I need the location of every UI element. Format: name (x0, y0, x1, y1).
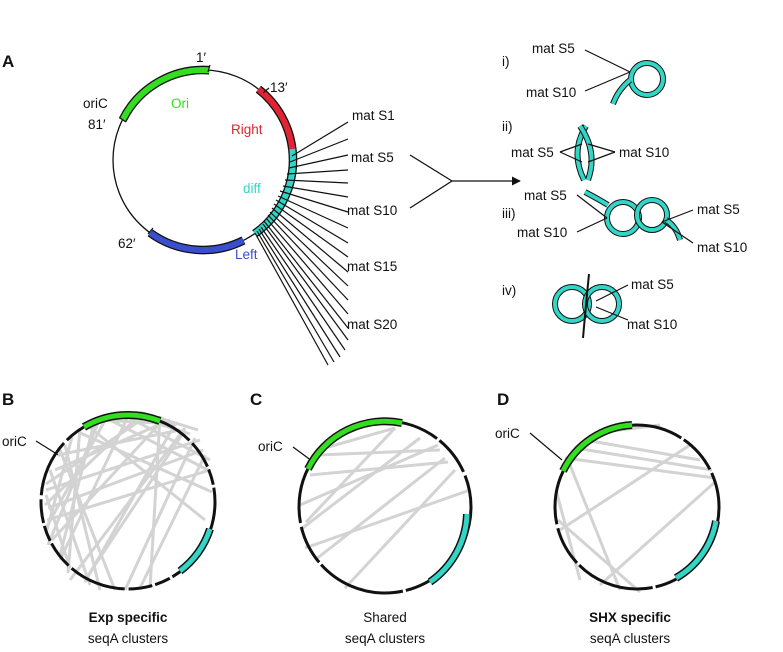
topology-i-label-s10: mat S10 (526, 85, 576, 100)
position-label-13: 13′ (270, 80, 288, 95)
topology-ii: ii) mat S5 mat S10 (502, 119, 669, 182)
mat-label-10: mat S10 (347, 203, 397, 218)
chord-network-d (554, 423, 717, 594)
ori-domain-label: Ori (171, 96, 189, 111)
mat-label-1: mat S1 (352, 108, 395, 123)
left-domain-label: Left (235, 247, 258, 262)
panel-letter-a: A (2, 52, 14, 71)
topology-iii: iii) mat S5 mat S10 mat S5 mat S10 (502, 188, 747, 255)
oric-label-d: oriC (495, 426, 520, 441)
caption-top-b: Exp specific (89, 610, 168, 625)
topology-iii-label-s5-left: mat S5 (524, 188, 567, 203)
diff-domain-label: diff (243, 181, 261, 196)
topology-iv-numeral: iv) (502, 283, 516, 298)
panel-a: A 1′ 13′ oriC 81′ 62′ Ori Right diff Lef… (2, 41, 747, 366)
right-domain-arc (255, 85, 297, 150)
topology-iii-label-s5-right: mat S5 (697, 202, 740, 217)
mat-fan-lines (254, 121, 349, 366)
fork-arrow (409, 154, 521, 209)
panel-letter-c: C (250, 390, 262, 409)
panel-letter-d: D (497, 390, 509, 409)
topology-iv-label-s5: mat S5 (631, 277, 674, 292)
topology-iii-numeral: iii) (502, 206, 516, 221)
chromosome-circle-d (553, 423, 721, 591)
oric-label-b: oriC (2, 434, 27, 449)
diff-arc-d (673, 520, 720, 582)
position-label-62: 62′ (118, 236, 136, 251)
topology-i: i) mat S5 mat S10 (502, 41, 666, 106)
caption-bottom-d: seqA clusters (590, 631, 671, 646)
caption-top-c: Shared (363, 610, 407, 625)
panel-c: C oriC Shared seqA clusters (250, 390, 473, 646)
topology-iii-label-s10-right: mat S10 (697, 240, 747, 255)
topology-ii-label-s5: mat S5 (511, 145, 554, 160)
topology-iv-label-s10: mat S10 (627, 317, 677, 332)
topology-i-label-s5: mat S5 (532, 41, 575, 56)
topology-i-numeral: i) (502, 54, 510, 69)
mat-label-15: mat S15 (347, 259, 397, 274)
topology-ii-numeral: ii) (502, 119, 513, 134)
position-label-1: 1′ (196, 50, 207, 65)
caption-bottom-b: seqA clusters (88, 631, 169, 646)
panel-d: D oriC SHX specific seqA clusters (495, 390, 721, 646)
position-label-81: 81′ (88, 117, 106, 132)
caption-top-d: SHX specific (589, 610, 671, 625)
topology-iv: iv) mat S5 mat S10 (502, 273, 677, 339)
caption-bottom-c: seqA clusters (345, 631, 426, 646)
panel-letter-b: B (2, 390, 14, 409)
mat-label-5: mat S5 (351, 150, 394, 165)
right-domain-label: Right (231, 122, 263, 137)
oric-label-a: oriC (83, 96, 108, 111)
panel-b: B oriC (2, 390, 217, 646)
topology-ii-label-s10: mat S10 (619, 145, 669, 160)
oric-label-c: oriC (258, 439, 283, 454)
topology-iii-label-s10-left: mat S10 (517, 225, 567, 240)
mat-label-20: mat S20 (347, 317, 397, 332)
chord-network-c (299, 426, 471, 590)
